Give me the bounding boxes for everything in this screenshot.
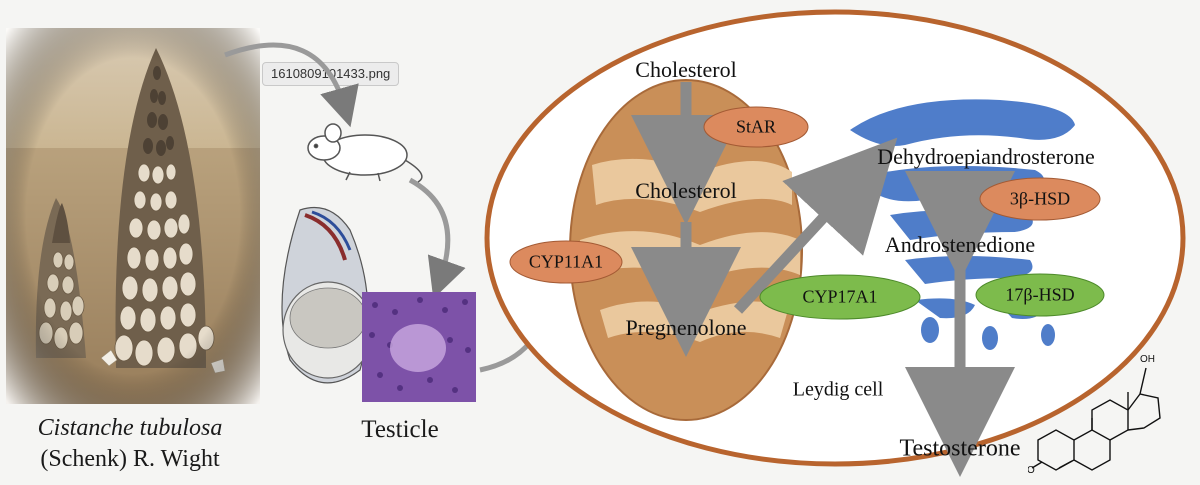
testosterone-structure: OH O [1028,354,1161,476]
enzyme-3b-hsd: 3β-HSD [1009,188,1071,209]
testicle-label: Testicle [361,416,439,443]
enzyme-pill-17b-hsd [975,273,1105,317]
label-cholesterol: Cholesterol [635,57,737,82]
o-label: O [1028,465,1035,476]
enzyme-pill-cyp11a1 [509,240,623,284]
label-testosterone: Testosterone [899,435,1021,462]
enzyme-cyp11a1: CYP11A1 [528,251,604,272]
oh-label: OH [1140,354,1155,365]
flow-arrow-mouse-to-testicle [408,177,466,299]
enzyme-cyp17a1: CYP17A1 [802,286,878,307]
testicle-illustration [281,206,476,402]
label-pregnenolone: Pregnenolone [625,315,747,340]
enzyme-star: StAR [735,116,777,137]
enzyme-pill-cyp17a1 [759,274,921,320]
label-dhea: Dehydroepiandrosterone [877,144,1095,169]
label-cholesterol-mito: Cholesterol [635,178,737,203]
species-author: (Schenk) R. Wight [40,446,220,472]
enzyme-pill-star [703,106,809,148]
species-name: Cistanche tubulosa [37,415,223,441]
arrow-pregnenolone-to-dhea [733,137,898,314]
enzyme-17b-hsd: 17β-HSD [1005,284,1075,305]
mouse-icon [307,123,423,183]
cistanche-plant-photo [6,28,260,404]
label-androstenedione: Androstenedione [884,232,1036,257]
flow-arrow-plant-to-mouse [224,42,359,128]
enzyme-pill-3b-hsd [979,177,1101,221]
label-leydig-cell: Leydig cell [792,378,884,401]
